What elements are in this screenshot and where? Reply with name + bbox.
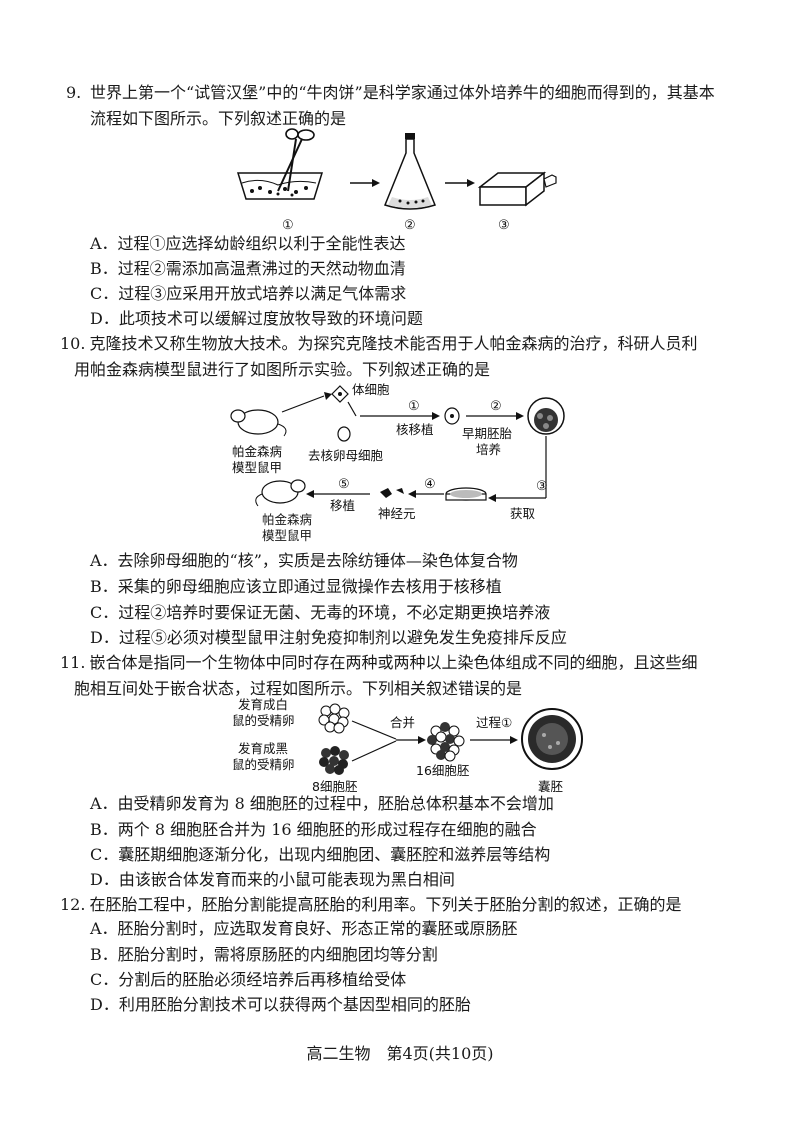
- label-process1: 过程①: [476, 715, 512, 730]
- stem-line-2: 胞相互间处于嵌合状态，过程如图所示。下列相关叙述错误的是: [74, 679, 523, 698]
- label-neuron: 神经元: [378, 506, 416, 521]
- stem-line-2: 流程如下图所示。下列叙述正确的是: [90, 109, 347, 128]
- label-step1: ①: [282, 218, 294, 233]
- label-step4: ④: [424, 477, 436, 492]
- cloning-figure: 帕金森病 模型鼠甲 体细胞 去核卵母细胞 ① 核移植 ② 早期胚胎 培养 ③ 获…: [230, 382, 565, 521]
- label-step5: ⑤: [338, 477, 350, 492]
- option-c: C．过程③应采用开放式培养以满足气体需求: [90, 284, 407, 303]
- early-embryo-icon: [527, 397, 565, 435]
- option-c: C．囊胚期细胞逐渐分化，出现内细胞团、囊胚腔和滋养层等结构: [90, 845, 551, 864]
- chimera-figure: 发育成白 鼠的受精卵 发育成黑 鼠的受精卵 8细胞胚 合并 16细胞胚 过程① …: [232, 697, 583, 794]
- stem-line-1: 在胚胎工程中，胚胎分割能提高胚胎的利用率。下列关于胚胎分割的叙述，正确的是: [89, 895, 682, 914]
- cell-culture-figure: ① ② ③: [236, 128, 557, 233]
- white-8-cell-embryo-icon: [318, 703, 350, 734]
- label-early-embryo-1: 早期胚胎: [462, 426, 513, 441]
- label-step3: ③: [498, 218, 510, 233]
- label-8-cell-embryo: 8细胞胚: [312, 779, 358, 794]
- label-model-mouse-bottom-2: 模型鼠甲: [262, 528, 313, 543]
- label-model-mouse-bottom: 帕金森病 模型鼠甲: [262, 512, 312, 544]
- option-b: B．过程②需添加高温煮沸过的天然动物血清: [90, 259, 406, 278]
- label-black-egg-1: 发育成黑: [238, 741, 288, 756]
- label-model-mouse-bottom-1: 帕金森病: [262, 512, 313, 527]
- stem-line-2: 用帕金森病模型鼠进行了如图所示实验。下列叙述正确的是: [74, 360, 491, 379]
- option-a: A．胚胎分割时，应选取发育良好、形态正常的囊胚或原肠胚: [90, 919, 518, 938]
- option-c: C．过程②培养时要保证无菌、无毒的环境，不必定期更换培养液: [90, 603, 551, 622]
- arrow-head: [372, 179, 380, 187]
- culture-bottle-icon: [477, 171, 557, 207]
- question-9: 9. 世界上第一个“试管汉堡”中的“牛肉饼”是科学家通过体外培养牛的细胞而得到的…: [66, 80, 740, 132]
- arrow-head: [324, 392, 332, 400]
- label-black-egg-2: 鼠的受精卵: [232, 757, 295, 772]
- option-a: A．由受精卵发育为 8 细胞胚的过程中，胚胎总体积基本不会增加: [90, 794, 554, 813]
- neuron-icon: [380, 488, 404, 498]
- label-somatic-cell: 体细胞: [352, 382, 390, 397]
- option-b: B．两个 8 细胞胚合并为 16 细胞胚的形成过程存在细胞的融合: [90, 820, 537, 839]
- label-step1: ①: [408, 399, 420, 414]
- option-d: D．利用胚胎分割技术可以获得两个基因型相同的胚胎: [90, 995, 471, 1014]
- label-merge: 合并: [390, 715, 415, 730]
- label-early-embryo-2: 培养: [476, 442, 501, 457]
- label-obtain: 获取: [510, 506, 536, 521]
- question-10: 10.克隆技术又称生物放大技术。为探究克隆技术能否用于人帕金森病的治疗，科研人员…: [60, 331, 750, 383]
- option-a: A．过程①应选择幼龄组织以利于全能性表达: [90, 234, 406, 253]
- option-c: C．分割后的胚胎必须经培养后再移植给受体: [90, 970, 407, 989]
- question-number: 11.: [60, 653, 86, 672]
- label-model-mouse-top-1: 帕金森病: [232, 444, 282, 459]
- oocyte-icon: [337, 426, 351, 442]
- question-number: 9.: [66, 83, 82, 102]
- option-d: D．此项技术可以缓解过度放牧导致的环境问题: [90, 309, 423, 328]
- label-step3: ③: [536, 479, 548, 494]
- label-transplant: 移植: [330, 498, 355, 513]
- arrow: [281, 395, 325, 413]
- option-d: D．过程⑤必须对模型鼠甲注射免疫抑制剂以避免发生免疫排斥反应: [90, 628, 567, 647]
- label-white-egg-2: 鼠的受精卵: [232, 713, 295, 728]
- petri-dish-icon: [445, 487, 487, 501]
- label-blastocyst: 囊胚: [538, 779, 564, 794]
- option-d: D．由该嵌合体发育而来的小鼠可能表现为黑白相间: [90, 870, 455, 889]
- label-step2: ②: [404, 218, 416, 233]
- option-b: B．采集的卵母细胞应该立即通过显微操作去核用于核移植: [90, 577, 502, 596]
- black-8-cell-embryo-icon: [319, 746, 349, 775]
- label-enucleated-oocyte: 去核卵母细胞: [308, 448, 384, 463]
- mouse-icon: [230, 409, 287, 437]
- arrow-head: [467, 179, 475, 187]
- option-b: B．胚胎分割时，需将原肠胚的内细胞团均等分割: [90, 945, 438, 964]
- question-12: 12.在胚胎工程中，胚胎分割能提高胚胎的利用率。下列关于胚胎分割的叙述，正确的是: [60, 892, 750, 918]
- flask-icon: [384, 133, 436, 210]
- stem-line-1: 克隆技术又称生物放大技术。为探究克隆技术能否用于人帕金森病的治疗，科研人员利: [89, 334, 698, 353]
- question-stem: 世界上第一个“试管汉堡”中的“牛肉饼”是科学家通过体外培养牛的细胞而得到的，其基…: [48, 80, 740, 132]
- label-white-egg-1: 发育成白: [238, 697, 288, 712]
- stem-line-1: 世界上第一个“试管汉堡”中的“牛肉饼”是科学家通过体外培养牛的细胞而得到的，其基…: [90, 83, 715, 102]
- stem-line-1: 嵌合体是指同一个生物体中同时存在两种或两种以上染色体组成不同的细胞，且这些细: [89, 653, 698, 672]
- mouse-icon: [255, 479, 306, 507]
- scissors-icon: [277, 128, 315, 192]
- question-number: 12.: [60, 895, 86, 914]
- blastocyst-icon: [521, 708, 583, 770]
- option-a: A．去除卵母细胞的“核”，实质是去除纺锤体—染色体复合物: [90, 551, 518, 570]
- label-nuclear-transfer: 核移植: [396, 422, 434, 437]
- label-step2: ②: [490, 399, 502, 414]
- page-footer: 高二生物 第4页(共10页): [306, 1044, 494, 1063]
- question-11: 11.嵌合体是指同一个生物体中同时存在两种或两种以上染色体组成不同的细胞，且这些…: [60, 650, 750, 702]
- label-model-mouse-top-2: 模型鼠甲: [232, 460, 282, 475]
- label-16-cell-embryo: 16细胞胚: [416, 763, 470, 778]
- question-number: 10.: [60, 334, 86, 353]
- 16-cell-embryo-icon: [427, 722, 465, 762]
